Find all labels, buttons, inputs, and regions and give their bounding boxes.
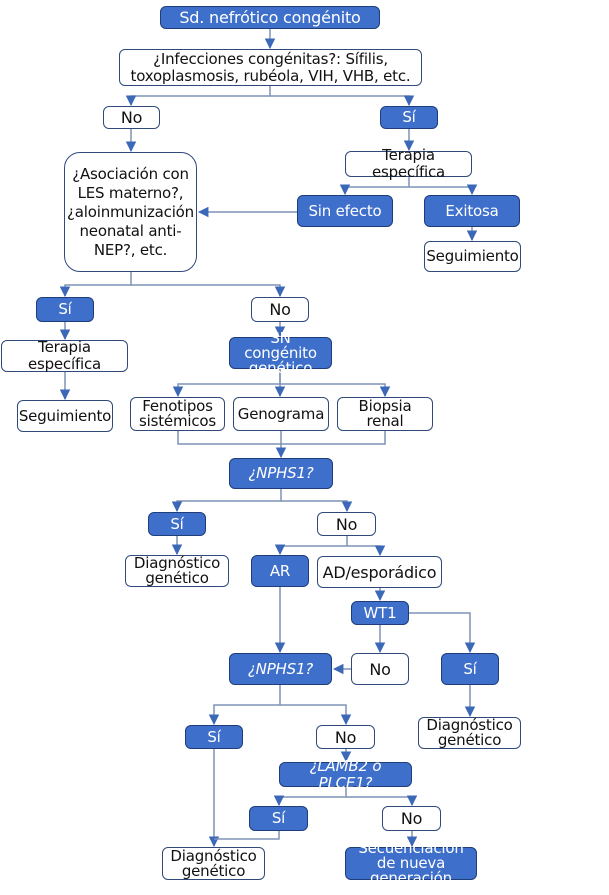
node-nphs1-first-no: No bbox=[317, 512, 376, 536]
node-therapy-no-effect: Sin efecto bbox=[297, 195, 393, 227]
connector-lamb2-no bbox=[346, 795, 418, 807]
node-genetic-sn: SN congénito genético bbox=[229, 330, 332, 375]
node-maternal-question: ¿Asociación con LES materno?, ¿aloinmuni… bbox=[64, 152, 197, 272]
node-root: Sd. nefrótico congénito bbox=[160, 6, 380, 29]
connector-therapy-success bbox=[409, 184, 478, 196]
connector-nphs1b-yes bbox=[208, 685, 281, 726]
connector-nphs1-no bbox=[281, 500, 353, 513]
node-infections-no: No bbox=[103, 106, 160, 129]
node-lamb2-yes: Sí bbox=[249, 806, 308, 831]
node-ar: AR bbox=[251, 555, 309, 587]
connector-infections-branch bbox=[125, 86, 271, 107]
node-maternal-yes: Sí bbox=[36, 297, 94, 322]
node-dx-genetic-final: Diagnóstico genético bbox=[162, 847, 265, 880]
node-maternal-followup: Seguimiento bbox=[17, 400, 113, 432]
node-lamb2-no: No bbox=[382, 806, 441, 831]
connector-maternal-yes bbox=[59, 272, 132, 298]
node-biopsy: Biopsia renal bbox=[337, 397, 433, 431]
node-wt1-yes: Sí bbox=[441, 653, 499, 685]
connector-lamb2-yes-dx bbox=[214, 831, 280, 840]
connector-nphs1b-no bbox=[280, 704, 352, 726]
node-infections-therapy: Terapia específica bbox=[345, 147, 472, 181]
connector-lamb2-yes bbox=[273, 787, 347, 807]
node-infections-yes: Sí bbox=[380, 106, 438, 129]
connector-nphs1-no-ad bbox=[347, 545, 386, 557]
node-wt1: WT1 bbox=[351, 601, 409, 625]
node-nphs1-first: ¿NPHS1? bbox=[229, 458, 333, 489]
connector-maternal-no bbox=[131, 284, 286, 298]
connector-therapy-no-effect bbox=[339, 177, 410, 196]
node-dx-genetic-1: Diagnóstico genético bbox=[125, 555, 229, 587]
node-nphs1-second-no: No bbox=[316, 725, 375, 749]
node-wt1-no: No bbox=[351, 653, 409, 685]
connector-genetic-biopsy bbox=[280, 383, 391, 398]
connector-nphs1-no-ar bbox=[274, 536, 348, 556]
node-dx-genetic-wt1: Diagnóstico genético bbox=[418, 717, 521, 749]
node-therapy-followup: Seguimiento bbox=[424, 241, 521, 272]
node-ad-sporadic: AD/esporádico bbox=[317, 556, 442, 588]
node-genogram: Genograma bbox=[233, 397, 329, 431]
node-infections-question: ¿Infecciones congénitas?: Sífilis, toxop… bbox=[119, 49, 422, 86]
node-nphs1-first-yes: Sí bbox=[148, 512, 206, 536]
node-maternal-therapy: Terapia específica bbox=[1, 339, 128, 373]
node-lamb2-plce1: ¿LAMB2 ó PLCE1? bbox=[279, 757, 412, 791]
node-maternal-no: No bbox=[251, 297, 309, 322]
connector-infections-yes bbox=[270, 95, 415, 107]
node-nphs1-second: ¿NPHS1? bbox=[229, 653, 332, 685]
node-ngs: Secuenciación de nueva generación bbox=[345, 841, 477, 886]
node-nphs1-second-yes: Sí bbox=[185, 725, 243, 749]
node-therapy-success: Exitosa bbox=[424, 195, 520, 227]
node-phenotypes: Fenotipos sistémicos bbox=[130, 397, 225, 431]
connector-nphs1-yes bbox=[171, 489, 282, 513]
connector-wt1-yes bbox=[409, 612, 476, 654]
